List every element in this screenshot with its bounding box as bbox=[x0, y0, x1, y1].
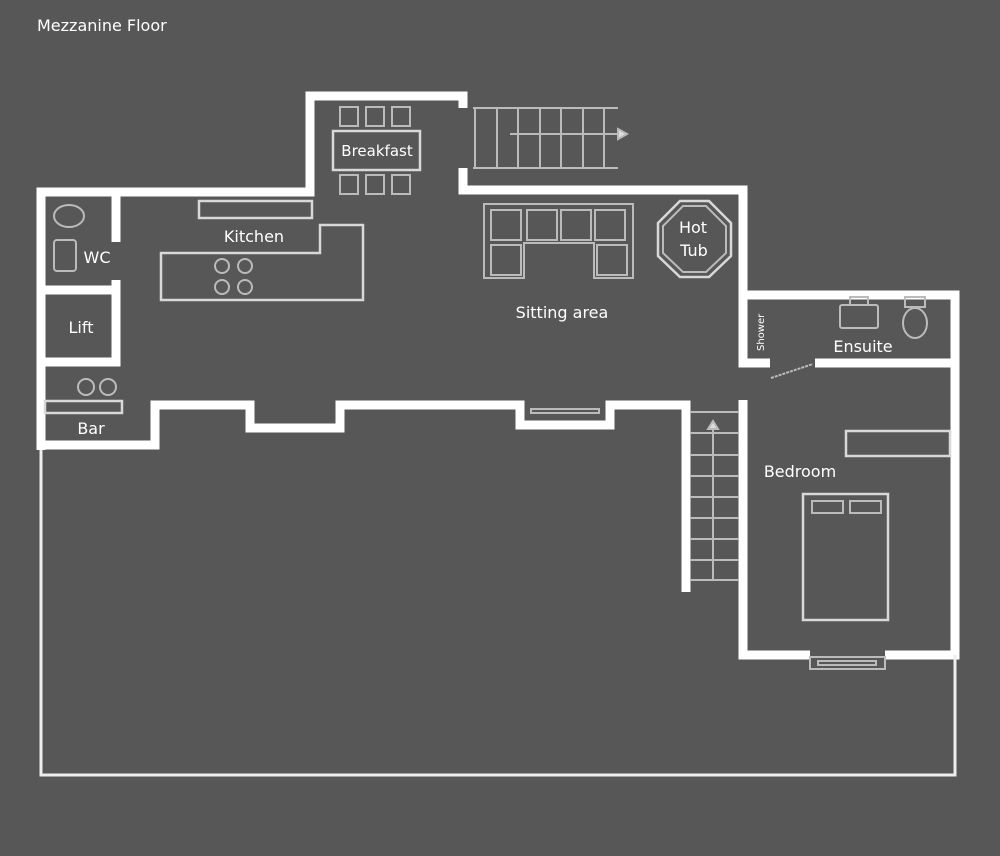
room-label-sitting-area: Sitting area bbox=[516, 303, 609, 322]
kitchen-fittings bbox=[159, 199, 365, 302]
door-swing bbox=[770, 363, 814, 379]
bedroom-fittings bbox=[801, 429, 952, 670]
staircase-down bbox=[690, 411, 739, 581]
room-label-bar: Bar bbox=[77, 419, 105, 438]
hot-tub bbox=[656, 199, 733, 279]
room-label-bedroom: Bedroom bbox=[764, 462, 836, 481]
room-label-ensuite: Ensuite bbox=[833, 337, 892, 356]
room-label-kitchen: Kitchen bbox=[224, 227, 284, 246]
room-label-lift: Lift bbox=[69, 318, 94, 337]
room-label-wc: WC bbox=[84, 248, 111, 267]
walls bbox=[36, 91, 960, 777]
room-label-shower: Shower bbox=[756, 313, 767, 351]
sofa bbox=[483, 203, 634, 279]
arrow-up-icon bbox=[706, 419, 720, 430]
room-label-hot-tub-2: Tub bbox=[679, 241, 708, 260]
arrow-right-icon bbox=[617, 127, 630, 141]
bar-fittings bbox=[43, 378, 124, 415]
wc-fittings bbox=[53, 204, 85, 272]
tv-unit bbox=[530, 408, 600, 414]
room-label-hot-tub-1: Hot bbox=[679, 218, 707, 237]
room-label-breakfast: Breakfast bbox=[341, 142, 413, 160]
staircase-up bbox=[473, 107, 630, 169]
ensuite-fittings bbox=[770, 296, 928, 379]
plan-title: Mezzanine Floor bbox=[37, 16, 167, 35]
breakfast-table bbox=[331, 106, 422, 195]
